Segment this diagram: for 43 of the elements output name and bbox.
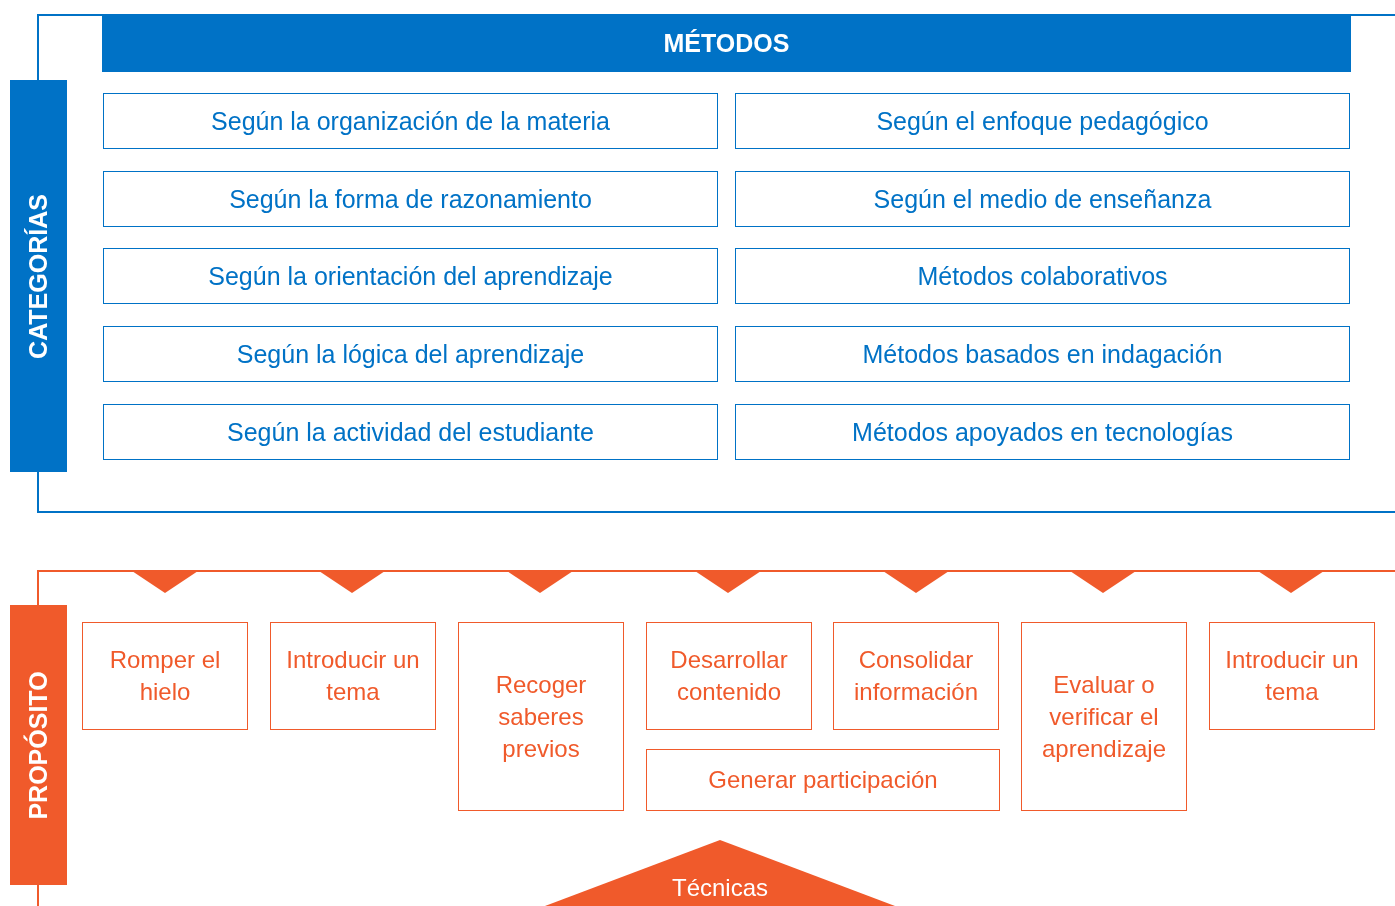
node-label: Introducir un tema: [1224, 645, 1360, 707]
node-label: Según la forma de razonamiento: [229, 184, 592, 214]
purpose-box: [458, 622, 624, 811]
node-label: PROPÓSITO: [24, 670, 53, 820]
method-box: [735, 171, 1350, 227]
method-box: [735, 93, 1350, 149]
node-label: Generar participación: [708, 765, 938, 795]
purpose-box: [646, 622, 812, 730]
category-band: [10, 80, 67, 472]
node-label: Introducir un tema: [285, 645, 421, 707]
node-label: Métodos colaborativos: [917, 261, 1168, 291]
method-box: [103, 404, 718, 460]
method-box: [103, 326, 718, 382]
method-box: [103, 248, 718, 304]
method-box: [735, 404, 1350, 460]
purpose-box: [646, 749, 1000, 811]
node-label: Técnicas: [670, 874, 769, 902]
node-label: Métodos apoyados en tecnologías: [852, 417, 1233, 447]
method-box: [103, 171, 718, 227]
node-label: Métodos basados en indagación: [862, 339, 1223, 369]
purpose-box: [270, 622, 436, 730]
method-box: [735, 326, 1350, 382]
purpose-box: [82, 622, 248, 730]
node-label: Recoger saberes previos: [494, 669, 588, 764]
node-label: Según el enfoque pedagógico: [876, 106, 1209, 136]
node-label: Desarrollar contenido: [669, 645, 789, 707]
purpose-box: [1209, 622, 1375, 730]
method-box: [735, 248, 1350, 304]
node-label: Según la actividad del estudiante: [227, 417, 594, 447]
node-label: Según la orientación del aprendizaje: [208, 261, 613, 291]
purpose-box: [1021, 622, 1187, 811]
node-label: Consolidar información: [852, 645, 980, 707]
purpose-band: [10, 605, 67, 885]
node-label: MÉTODOS: [663, 29, 790, 58]
node-label: CATEGORÍAS: [24, 193, 53, 359]
node-label: Romper el hielo: [108, 645, 222, 707]
node-label: Según la organización de la materia: [211, 106, 610, 136]
method-box: [103, 93, 718, 149]
node-label: Según la lógica del aprendizaje: [236, 339, 585, 369]
purpose-box: [833, 622, 999, 730]
node-label: Evaluar o verificar el aprendizaje: [1040, 669, 1168, 764]
node-label: Según el medio de enseñanza: [873, 184, 1212, 214]
header-bar: [102, 15, 1351, 72]
